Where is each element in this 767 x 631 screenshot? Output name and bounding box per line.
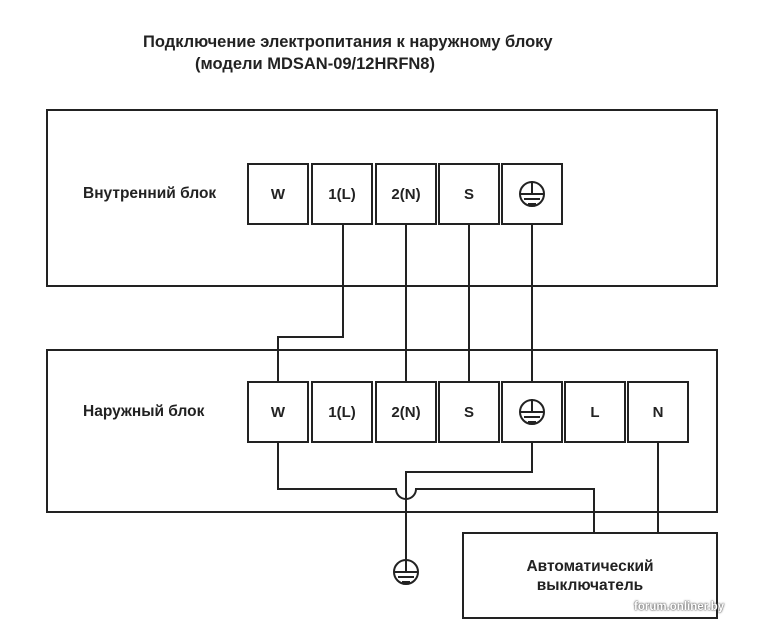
outdoor-unit-box [46, 349, 718, 513]
wire-w-to-breaker [277, 442, 595, 533]
outdoor-terminal-1l [311, 381, 373, 443]
indoor-terminal-1l-label: 1(L) [328, 185, 356, 203]
wire-ground-to-earth [405, 442, 533, 560]
indoor-unit-label: Внутренний блок [83, 185, 217, 202]
breaker-label-line-2: выключатель [536, 576, 644, 594]
earth-ground-icon [393, 559, 419, 585]
breaker-label-line-1: Автоматический [526, 557, 654, 575]
diagram-title: Подключение электропитания к наружному б… [143, 31, 553, 75]
ground-terminal-icon [519, 181, 545, 207]
ground-terminal-icon [519, 399, 545, 425]
indoor-terminal-w [247, 163, 309, 225]
outdoor-terminal-n-label: N [652, 403, 664, 421]
outdoor-unit-label: Наружный блок [83, 403, 205, 420]
title-line-1: Подключение электропитания к наружному б… [143, 33, 553, 51]
outdoor-terminal-2n-label: 2(N) [391, 403, 421, 421]
breaker-box [462, 532, 718, 619]
indoor-terminal-s-label: S [463, 185, 474, 203]
outdoor-terminal-s-label: S [463, 403, 474, 421]
outdoor-terminal-w-label: W [270, 403, 286, 421]
title-line-2: (модели MDSAN-09/12HRFN8) [195, 55, 435, 73]
breaker-label: Автоматический выключатель [463, 533, 717, 618]
wire-1l-to-w [277, 224, 344, 382]
outdoor-terminal-l [564, 381, 626, 443]
indoor-terminal-w-label: W [270, 185, 286, 203]
indoor-unit-box [46, 109, 718, 287]
outdoor-terminal-l-label: L [590, 403, 600, 421]
outdoor-terminal-1l-label: 1(L) [328, 403, 356, 421]
watermark: forum.onliner.by [634, 601, 725, 613]
indoor-terminal-2n-label: 2(N) [391, 185, 421, 203]
